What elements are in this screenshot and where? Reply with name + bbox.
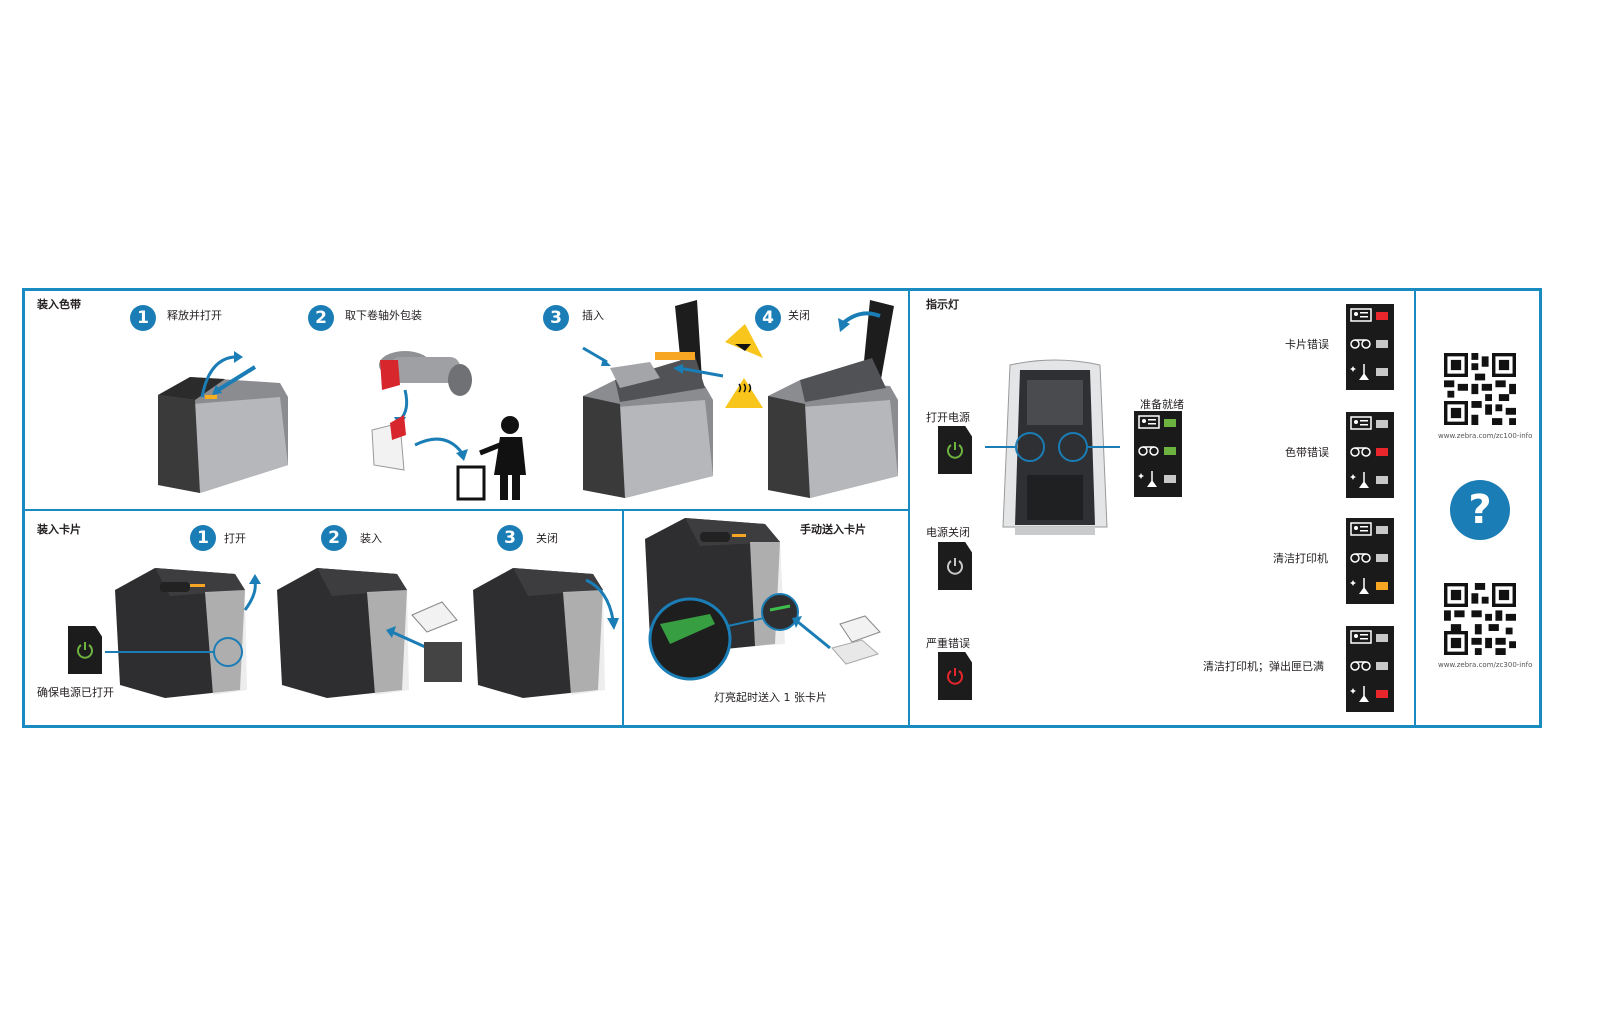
ready-label: 准备就绪 (1140, 398, 1184, 411)
zc300-link[interactable]: www.zebra.com/zc300-info (1438, 661, 1533, 669)
ready-led-panel (1134, 411, 1182, 497)
cards-step-2-number: 2 (321, 525, 347, 551)
card-close-illustration (473, 568, 619, 698)
divider-manual (622, 510, 624, 727)
card-led-row (1138, 413, 1178, 435)
power-icon (947, 668, 963, 685)
card-insert-illustration (277, 568, 462, 698)
ribbon-step-4-number: 4 (755, 305, 781, 331)
cleaning-icon (1350, 578, 1369, 594)
clean-led-row (1138, 469, 1178, 491)
help-icon[interactable]: ? (1450, 480, 1510, 540)
ribbon-section-title: 装入色带 (37, 298, 81, 311)
power-on-label: 打开电源 (926, 411, 970, 424)
zc100-link[interactable]: www.zebra.com/zc100-info (1438, 432, 1533, 440)
card-error-label: 卡片错误 (1285, 338, 1329, 351)
card-error-led-panel (1346, 304, 1394, 390)
printer-front-illustration (985, 359, 1120, 535)
cards-step-3-number: 3 (497, 525, 523, 551)
ribbon-icon (1350, 339, 1371, 349)
cards-step-1-label: 打开 (224, 532, 246, 545)
ribbon-step-4-label: 关闭 (788, 309, 810, 322)
card-icon (1350, 416, 1372, 430)
card-led (1164, 419, 1176, 427)
cleaning-icon (1350, 364, 1369, 380)
ribbon-step-1-number: 1 (130, 305, 156, 331)
manual-feed-note: 灯亮起时送入 1 张卡片 (714, 691, 827, 704)
power-off-button-graphic (938, 542, 972, 590)
clean-printer-hopper-full-label: 清洁打印机；弹出匣已满 (1203, 660, 1324, 673)
cards-step-3-label: 关闭 (536, 532, 558, 545)
ribbon-step-3-label: 插入 (582, 309, 604, 322)
clean-printer-led-panel (1346, 518, 1394, 604)
qr-code-zc300[interactable] (1444, 583, 1516, 655)
cleaning-icon (1350, 472, 1369, 488)
cards-section-title: 装入卡片 (37, 523, 81, 536)
guide-frame (22, 288, 1542, 728)
clean-printer-hopper-led-panel (1346, 626, 1394, 712)
card-icon (1350, 522, 1372, 536)
power-icon (947, 442, 963, 459)
clean-printer-label: 清洁打印机 (1273, 552, 1328, 565)
ribbon-icon (1350, 661, 1371, 671)
indicators-section-title: 指示灯 (926, 298, 959, 311)
ribbon-step-2-label: 取下卷轴外包装 (345, 309, 422, 322)
cards-step-1-number: 1 (190, 525, 216, 551)
ribbon-unwrap-illustration (371, 351, 526, 501)
manual-section-title: 手动送入卡片 (800, 523, 866, 536)
ribbon-icon (1138, 446, 1159, 456)
power-icon (947, 558, 963, 575)
card-open-illustration (105, 568, 261, 698)
critical-error-label: 严重错误 (926, 637, 970, 650)
ribbon-error-label: 色带错误 (1285, 446, 1329, 459)
divider-ribbon-cards (24, 509, 908, 511)
manual-feed-illustration (645, 518, 881, 681)
divider-qr (1414, 290, 1416, 727)
qr-code-zc100[interactable] (1444, 353, 1516, 425)
card-icon (1350, 308, 1372, 322)
ribbon-step-1-label: 释放并打开 (167, 309, 222, 322)
printer-release-illustration (158, 351, 288, 493)
ribbon-step-3-number: 3 (543, 305, 569, 331)
ribbon-icon (1350, 553, 1371, 563)
card-icon (1350, 630, 1372, 644)
ribbon-icon (1350, 447, 1371, 457)
ribbon-step-2-number: 2 (308, 305, 334, 331)
critical-error-button-graphic (938, 652, 972, 700)
ribbon-close-illustration (768, 300, 898, 498)
power-on-note: 确保电源已打开 (37, 686, 114, 699)
cards-step-2-label: 装入 (360, 532, 382, 545)
ribbon-led (1164, 447, 1176, 455)
power-on-button-graphic (938, 426, 972, 474)
power-icon (77, 642, 93, 659)
divider-main (908, 290, 910, 727)
ribbon-led-row (1138, 441, 1178, 463)
power-off-label: 电源关闭 (926, 526, 970, 539)
cleaning-icon (1138, 471, 1157, 487)
cleaning-icon (1350, 686, 1369, 702)
ribbon-insert-illustration (582, 300, 763, 498)
power-button-on-graphic (68, 626, 102, 674)
clean-led (1164, 475, 1176, 483)
ribbon-error-led-panel (1346, 412, 1394, 498)
card-icon (1138, 415, 1160, 429)
